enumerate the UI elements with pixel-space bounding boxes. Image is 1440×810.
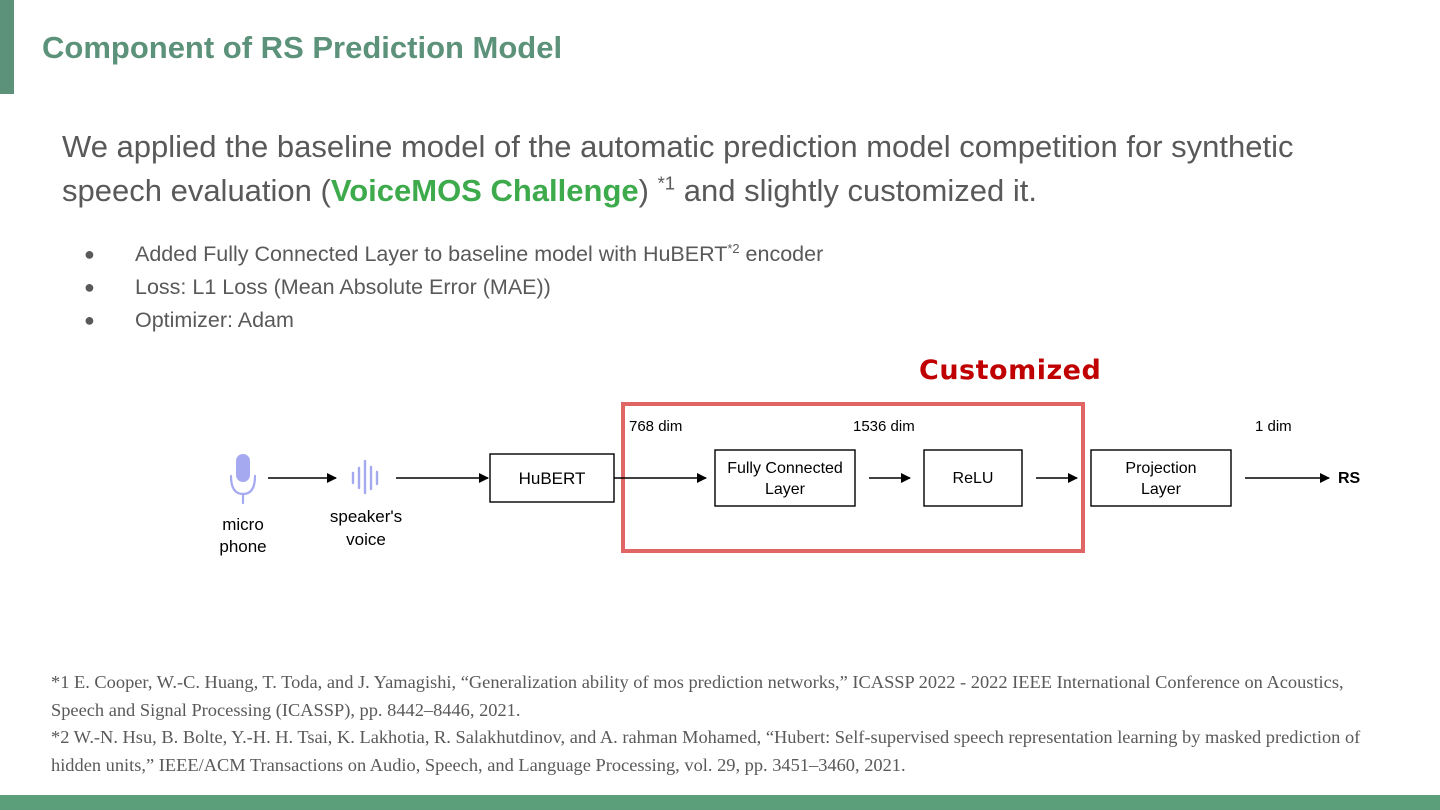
dim-label-768: 768 dim xyxy=(629,418,682,435)
intro-paragraph: We applied the baseline model of the aut… xyxy=(62,125,1382,213)
projection-box xyxy=(1090,449,1232,507)
bullet-dot: ● xyxy=(84,310,95,330)
intro-text-2: ) xyxy=(638,173,658,208)
voicemos-highlight: VoiceMOS Challenge xyxy=(330,173,639,208)
voice-waveform-icon xyxy=(351,459,379,495)
title-accent-bar xyxy=(0,0,14,94)
dim-label-1536: 1536 dim xyxy=(853,418,915,435)
bullet-item: ● Loss: L1 Loss (Mean Absolute Error (MAE… xyxy=(80,271,823,304)
relu-box xyxy=(923,449,1023,507)
dim-label-1: 1 dim xyxy=(1255,418,1292,435)
intro-text-3: and slightly customized it. xyxy=(675,173,1037,208)
hubert-label: HuBERT xyxy=(519,469,586,488)
projection-label-line2: Layer xyxy=(1141,481,1182,498)
bullet-text: Optimizer: Adam xyxy=(135,308,294,332)
hubert-box xyxy=(489,453,615,503)
bullet-text: Added Fully Connected Layer to baseline … xyxy=(135,242,728,266)
bullet-dot: ● xyxy=(84,244,95,264)
reference-1: *1 E. Cooper, W.-C. Huang, T. Toda, and … xyxy=(51,672,1344,720)
slide-title: Component of RS Prediction Model xyxy=(42,30,563,65)
projection-label-line1: Projection xyxy=(1125,460,1196,477)
fully-connected-box xyxy=(714,449,856,507)
bullet-tail: encoder xyxy=(739,242,824,266)
bullet-ref-marker: *2 xyxy=(727,240,740,256)
mic-label-line1: micro xyxy=(222,515,264,534)
bullet-dot: ● xyxy=(84,277,95,297)
bullet-text: Loss: L1 Loss (Mean Absolute Error (MAE)… xyxy=(135,275,551,299)
bullet-item: ● Added Fully Connected Layer to baseline… xyxy=(80,238,823,271)
customized-label: Customized xyxy=(919,355,1102,386)
fc-label-line2: Layer xyxy=(765,481,806,498)
voice-label-line2: voice xyxy=(346,530,386,549)
mic-label-line2: phone xyxy=(219,537,266,556)
bullet-item: ● Optimizer: Adam xyxy=(80,304,823,337)
bullet-list: ● Added Fully Connected Layer to baseline… xyxy=(80,238,823,337)
microphone-icon xyxy=(229,454,257,505)
intro-ref-marker: *1 xyxy=(657,172,676,194)
rs-output-label: RS xyxy=(1338,470,1361,487)
voice-label-line1: speaker's xyxy=(330,507,402,526)
relu-label: ReLU xyxy=(953,470,994,487)
references: *1 E. Cooper, W.-C. Huang, T. Toda, and … xyxy=(51,669,1371,779)
fc-label-line1: Fully Connected xyxy=(727,460,843,477)
footer-bar xyxy=(0,795,1440,810)
intro-text-1: We applied the baseline model of the aut… xyxy=(62,129,1294,208)
reference-2: *2 W.-N. Hsu, B. Bolte, Y.-H. H. Tsai, K… xyxy=(51,727,1361,775)
